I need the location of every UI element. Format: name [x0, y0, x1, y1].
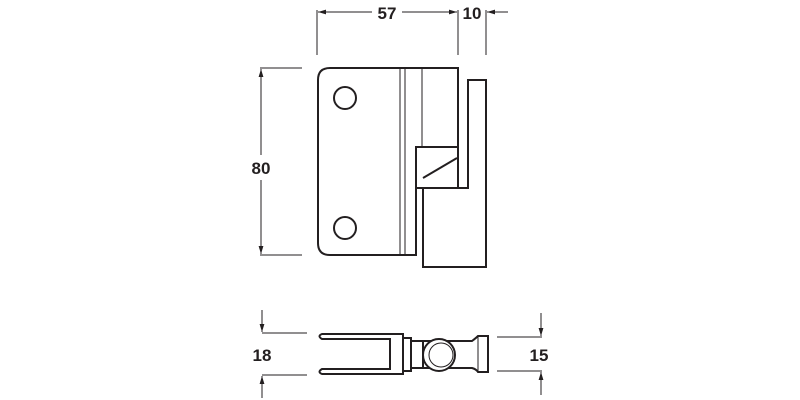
front-view	[317, 67, 487, 268]
dimension-10: 10	[463, 4, 508, 55]
bottom-view	[318, 333, 489, 375]
dimension-label-depth-right: 15	[530, 346, 549, 365]
dimension-80: 80	[252, 67, 302, 256]
dimension-15: 15	[497, 313, 548, 395]
dimension-label-depth-left: 18	[253, 346, 272, 365]
dimension-18: 18	[253, 310, 307, 398]
dimension-label-height: 80	[252, 159, 271, 178]
dimension-label-width: 57	[378, 4, 397, 23]
dimension-57: 57	[316, 4, 459, 55]
screw-hole-bottom	[333, 216, 357, 240]
dimension-label-offset: 10	[463, 4, 482, 23]
screw-hole-top	[333, 86, 357, 110]
